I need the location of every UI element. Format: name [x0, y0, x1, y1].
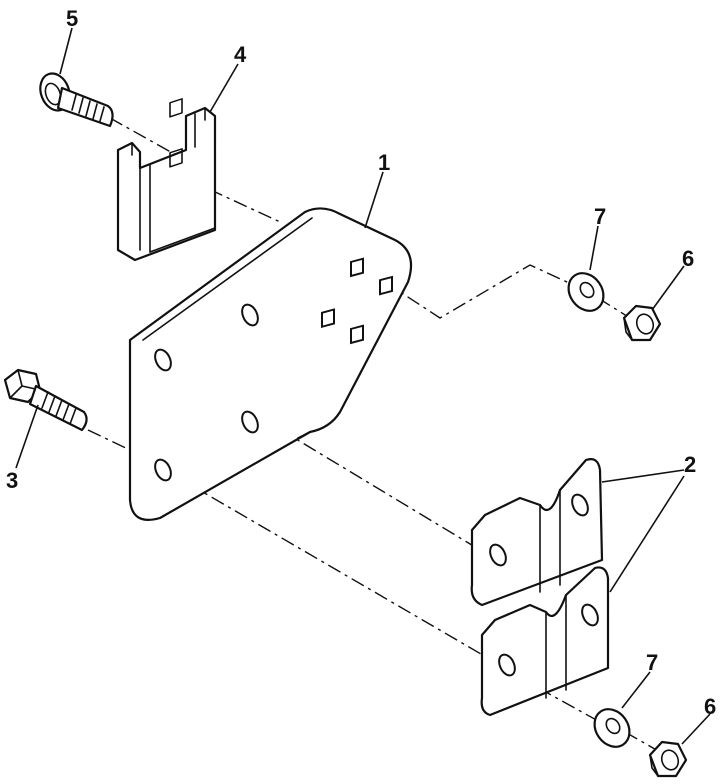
- callout-4: 4: [234, 42, 247, 67]
- plate-square-hole: [379, 275, 393, 296]
- hex-nut-part-6-bottom: [648, 740, 688, 778]
- washer-part-7-bottom: [593, 708, 631, 748]
- plate-square-hole: [350, 257, 364, 278]
- callout-1: 1: [378, 150, 390, 175]
- callout-labels: 5 4 1 7 6 3 2 7 6: [6, 6, 716, 719]
- plate-hole: [241, 410, 259, 434]
- hex-nut-part-6-top: [622, 304, 662, 342]
- plate-hole: [154, 348, 172, 372]
- channel-clip-part-4: [116, 98, 217, 262]
- plate-square-hole: [350, 324, 364, 345]
- callout-6-top: 6: [682, 246, 694, 271]
- bracket-part-2-lower: [480, 566, 610, 717]
- callout-7-top: 7: [594, 204, 606, 229]
- mounting-plate-part-1: [128, 207, 413, 521]
- plate-square-hole: [321, 308, 335, 328]
- washer-part-7-top: [567, 272, 605, 312]
- bracket-part-2-upper: [470, 458, 604, 607]
- callout-2: 2: [684, 452, 696, 477]
- callout-3: 3: [6, 468, 18, 493]
- plate-hole: [154, 458, 172, 482]
- hex-bolt-part-3: [3, 368, 88, 432]
- callout-7-bottom: 7: [646, 650, 658, 675]
- callout-5: 5: [66, 6, 78, 31]
- callout-6-bottom: 6: [704, 694, 716, 719]
- assembly-centerlines: [87, 117, 661, 753]
- callout-leaders: [15, 27, 711, 745]
- plate-hole: [241, 303, 259, 327]
- carriage-bolt-part-5: [39, 72, 114, 128]
